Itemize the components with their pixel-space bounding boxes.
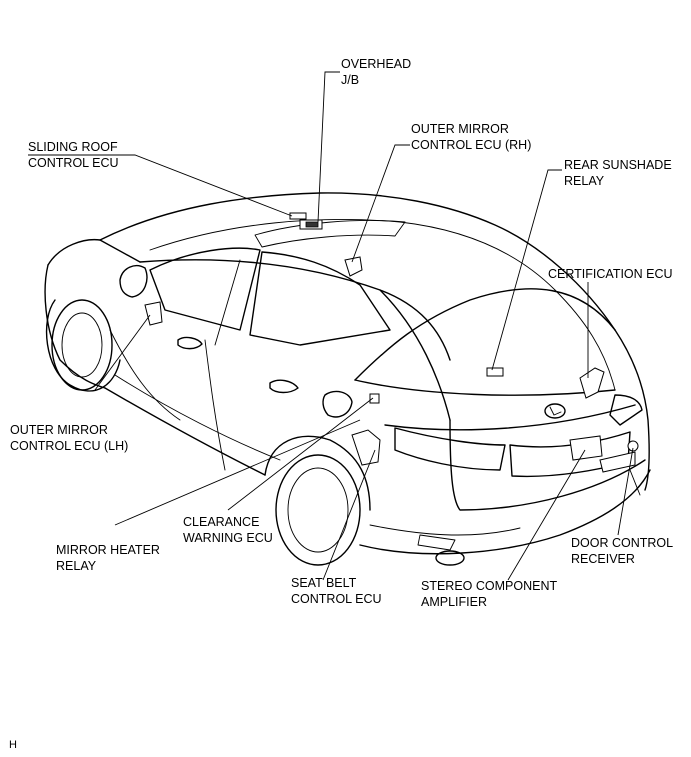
certification-ecu-part <box>579 367 605 399</box>
leader-mirror-heater <box>114 419 361 526</box>
label-certification: CERTIFICATION ECU <box>548 267 673 281</box>
clearance-warning-ecu-part <box>369 393 380 404</box>
stereo-amplifier-base <box>599 451 636 473</box>
door-control-receiver-part <box>627 440 639 452</box>
leader-clearance-warning <box>227 397 374 511</box>
leader-seat-belt <box>322 449 376 581</box>
label-mirror-heater: MIRROR HEATER RELAY <box>56 543 160 573</box>
label-clearance-warning: CLEARANCE WARNING ECU <box>183 515 273 545</box>
leader-outer-mirror-rh <box>351 144 410 263</box>
leader-overhead-jb <box>317 71 340 223</box>
label-outer-mirror-rh: OUTER MIRROR CONTROL ECU (RH) <box>411 122 532 152</box>
overhead-jb-detail <box>305 221 319 228</box>
outer-mirror-rh-part <box>344 256 363 277</box>
label-stereo: STEREO COMPONENT AMPLIFIER <box>421 579 558 609</box>
footer-code: H <box>9 739 17 751</box>
car-outline <box>44 192 651 566</box>
components <box>144 212 639 473</box>
label-seat-belt: SEAT BELT CONTROL ECU <box>291 576 382 606</box>
label-sliding-roof: SLIDING ROOF CONTROL ECU <box>28 140 119 170</box>
leader-lines <box>28 71 634 581</box>
label-door-control: DOOR CONTROL RECEIVER <box>571 536 674 566</box>
label-outer-mirror-lh: OUTER MIRROR CONTROL ECU (LH) <box>10 423 129 453</box>
leader-rear-sunshade <box>491 169 562 371</box>
sliding-roof-ecu-part <box>289 212 307 220</box>
label-rear-sunshade: REAR SUNSHADE RELAY <box>564 158 672 188</box>
rear-sunshade-relay-part <box>486 367 504 377</box>
stereo-amplifier-part <box>569 435 603 461</box>
leader-door-control <box>617 447 634 536</box>
seat-belt-ecu-part <box>351 429 381 466</box>
leader-stereo <box>507 449 586 581</box>
label-overhead-jb: OVERHEAD J/B <box>341 57 412 87</box>
leader-sliding-roof <box>28 154 293 217</box>
leader-outer-mirror-lh <box>94 314 151 391</box>
outer-mirror-lh-part <box>144 301 163 326</box>
